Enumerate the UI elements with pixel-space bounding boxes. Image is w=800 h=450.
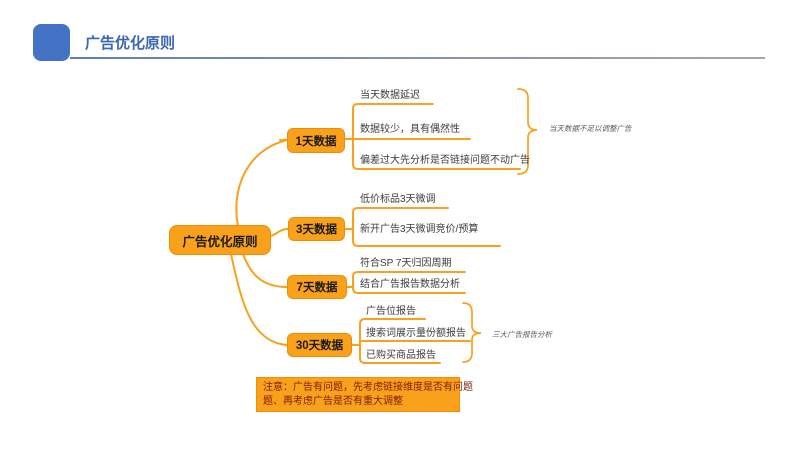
root-branch2-curve: [270, 228, 289, 237]
note-line-1: 注意：广告有问题，先考虑链接维度是否有问题: [263, 382, 473, 393]
leaf-7day-2: 结合广告报告数据分析: [360, 279, 460, 290]
branch-node-1day: 1天数据: [287, 128, 345, 153]
leaf-3day-2: 新开广告3天微调竞价/预算: [360, 224, 479, 235]
note-line-2: 题、再考虑广告是否有重大调整: [263, 396, 403, 407]
root-branch4-curve: [230, 253, 288, 346]
leaf-1day-2: 数据较少，具有偶然性: [360, 124, 460, 135]
annotation-30day: 三大广告报告分析: [492, 330, 552, 339]
header-divider: [70, 57, 765, 59]
branch3-leaf-rail: [352, 271, 466, 294]
header-accent-square: [33, 24, 70, 61]
branch1-leaf-rail: [352, 103, 521, 170]
branch2-leaf-rail: [352, 207, 501, 247]
brace-group1: [517, 88, 538, 175]
annotation-1day: 当天数据不足以调整广告: [549, 124, 632, 133]
leaf-7day-1: 符合SP 7天归因周期: [360, 258, 452, 269]
root-branch1-curve: [235, 139, 288, 227]
leaf-1day-1: 当天数据延迟: [360, 90, 420, 101]
page-title: 广告优化原则: [85, 35, 176, 52]
brace-group4: [462, 302, 482, 363]
leaf-30day-2: 搜索词展示量份额报告: [366, 328, 466, 339]
leaf-30day-1: 广告位报告: [366, 306, 416, 317]
leaf-1day-3: 偏差过大先分析是否链接问题不动广告: [360, 155, 530, 166]
note-box: 注意：广告有问题，先考虑链接维度是否有问题 题、再考虑广告是否有重大调整: [256, 377, 473, 412]
root-branch3-curve: [242, 253, 288, 288]
mindmap-root-node: 广告优化原则: [169, 225, 271, 255]
branch-node-3day: 3天数据: [288, 217, 345, 241]
branch-node-7day: 7天数据: [287, 275, 347, 299]
leaf-3day-1: 低价标品3天微调: [360, 194, 436, 205]
branch-node-30day: 30天数据: [287, 333, 352, 357]
leaf-30day-3: 已购买商品报告: [366, 350, 436, 361]
